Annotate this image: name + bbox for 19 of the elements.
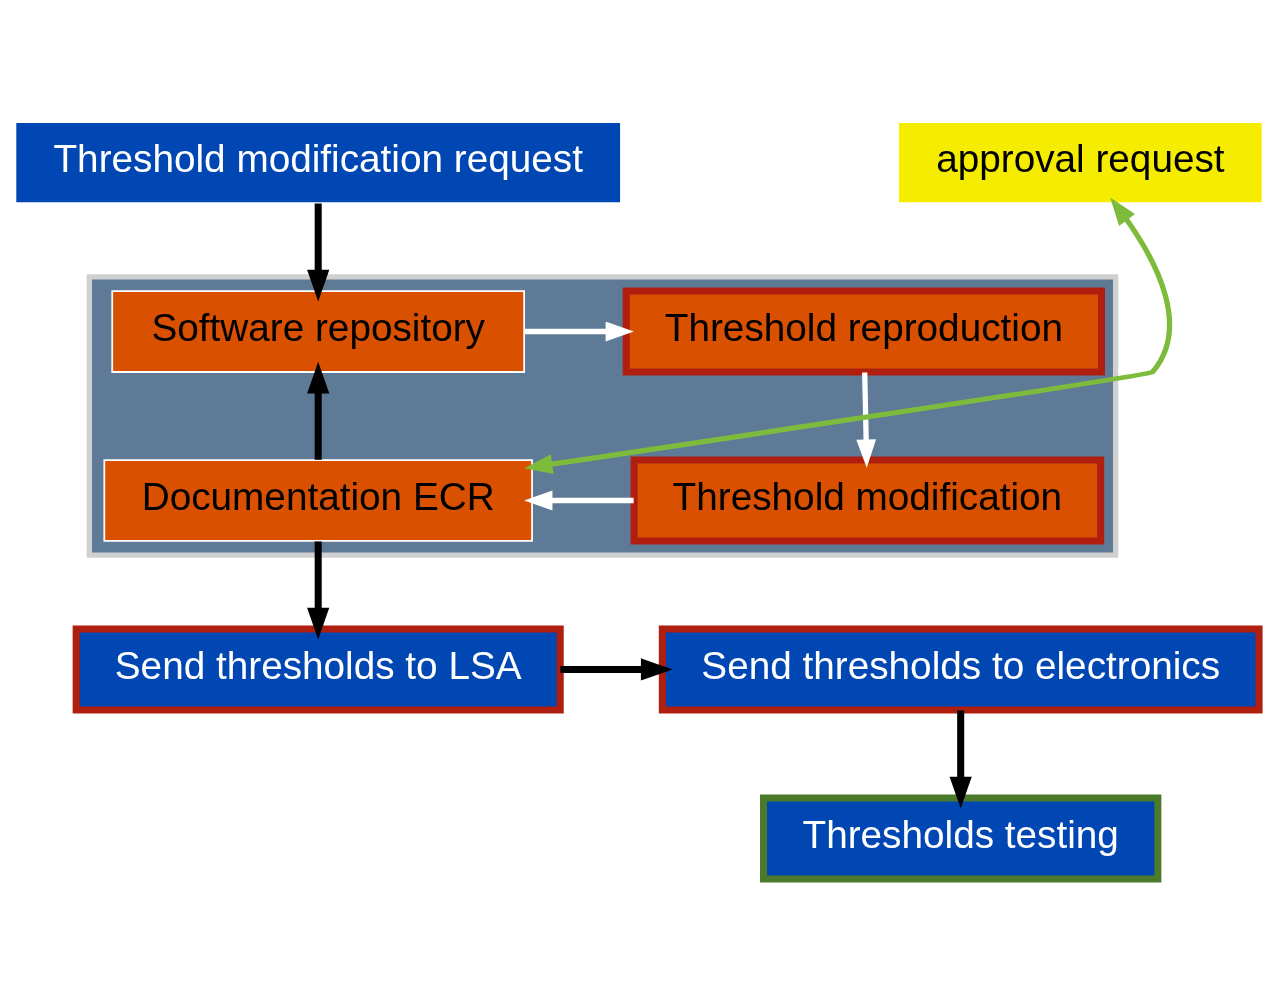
arrow [856,371,877,468]
arrow [524,490,634,510]
arrow [524,196,1173,474]
node-box: Threshold modification request [14,120,622,204]
node-box: Send thresholds to electronics [658,625,1263,713]
node-box: Thresholds testing [760,793,1162,882]
arrow [949,709,972,808]
node-box: Documentation ECR [103,458,533,542]
arrow [524,321,634,341]
node-box: Send thresholds to LSA [72,625,564,713]
node-box: Software repository [111,289,525,373]
node-box: approval request [897,120,1264,204]
arrow [307,361,330,460]
cluster [86,273,1119,558]
node-box: Threshold reproduction [622,287,1106,375]
arrow [307,541,330,639]
node-box: Threshold modification [630,456,1105,544]
arrow [307,203,330,301]
arrow [560,657,673,681]
